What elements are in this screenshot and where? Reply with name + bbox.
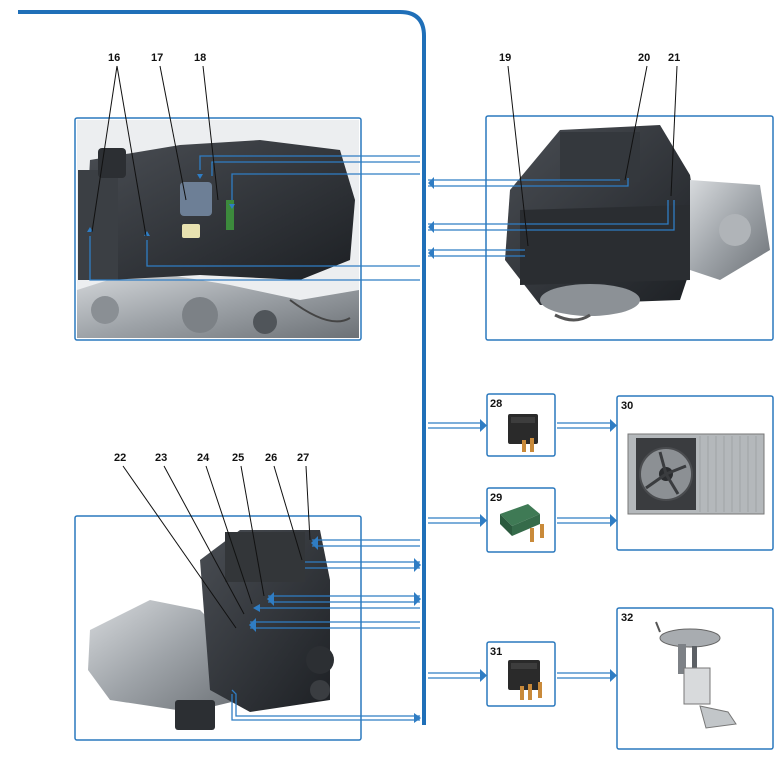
connector-18 — [231, 173, 420, 200]
fuel-pump-panel — [616, 607, 774, 750]
callout-22: 22 — [114, 452, 127, 464]
callout-16: 16 — [108, 52, 121, 64]
callout-leaders-bottom-left — [122, 465, 311, 629]
fuel-pump-icon — [655, 621, 737, 729]
connector-22 — [231, 694, 420, 721]
relay-green-icon — [500, 504, 544, 542]
main-bus-line — [18, 10, 426, 725]
radiator-fan-icon — [627, 433, 765, 515]
radiator-panel — [616, 395, 774, 551]
relay-icon — [508, 660, 542, 700]
relay-31-label: 31 — [490, 646, 503, 658]
relay-28-label: 28 — [490, 398, 503, 410]
callout-24: 24 — [197, 452, 210, 464]
relay-31-panel — [486, 641, 556, 707]
callout-27: 27 — [297, 452, 310, 464]
engine-image-top-right — [505, 125, 770, 322]
callout-17: 17 — [151, 52, 164, 64]
engine-image-top-left — [77, 120, 359, 338]
relay-28-panel — [486, 393, 556, 457]
connector-21 — [428, 200, 669, 225]
relay-arrow-heads — [480, 419, 617, 682]
top-left-engine-panel — [74, 117, 420, 341]
fuel-pump-label: 32 — [621, 612, 634, 624]
radiator-fan-label: 30 — [621, 400, 634, 412]
callout-23: 23 — [155, 452, 168, 464]
relay-29-label: 29 — [490, 492, 503, 504]
callout-19: 19 — [499, 52, 512, 64]
top-right-engine-panel — [428, 115, 774, 341]
callout-leaders-top-left — [91, 65, 219, 237]
callout-21: 21 — [668, 52, 681, 64]
connector-16b — [146, 240, 420, 267]
connector-17 — [199, 155, 420, 170]
callout-20: 20 — [638, 52, 651, 64]
bottom-left-engine-panel — [74, 515, 421, 741]
connector-16a — [89, 236, 420, 281]
callout-leaders-top-right — [507, 65, 678, 247]
callout-25: 25 — [232, 452, 245, 464]
relay-icon — [508, 414, 538, 452]
engine-image-bottom-left — [88, 530, 334, 730]
callout-26: 26 — [265, 452, 278, 464]
relay-29-panel — [486, 487, 556, 553]
relay-feed-arrows — [428, 422, 612, 679]
callout-18: 18 — [194, 52, 207, 64]
